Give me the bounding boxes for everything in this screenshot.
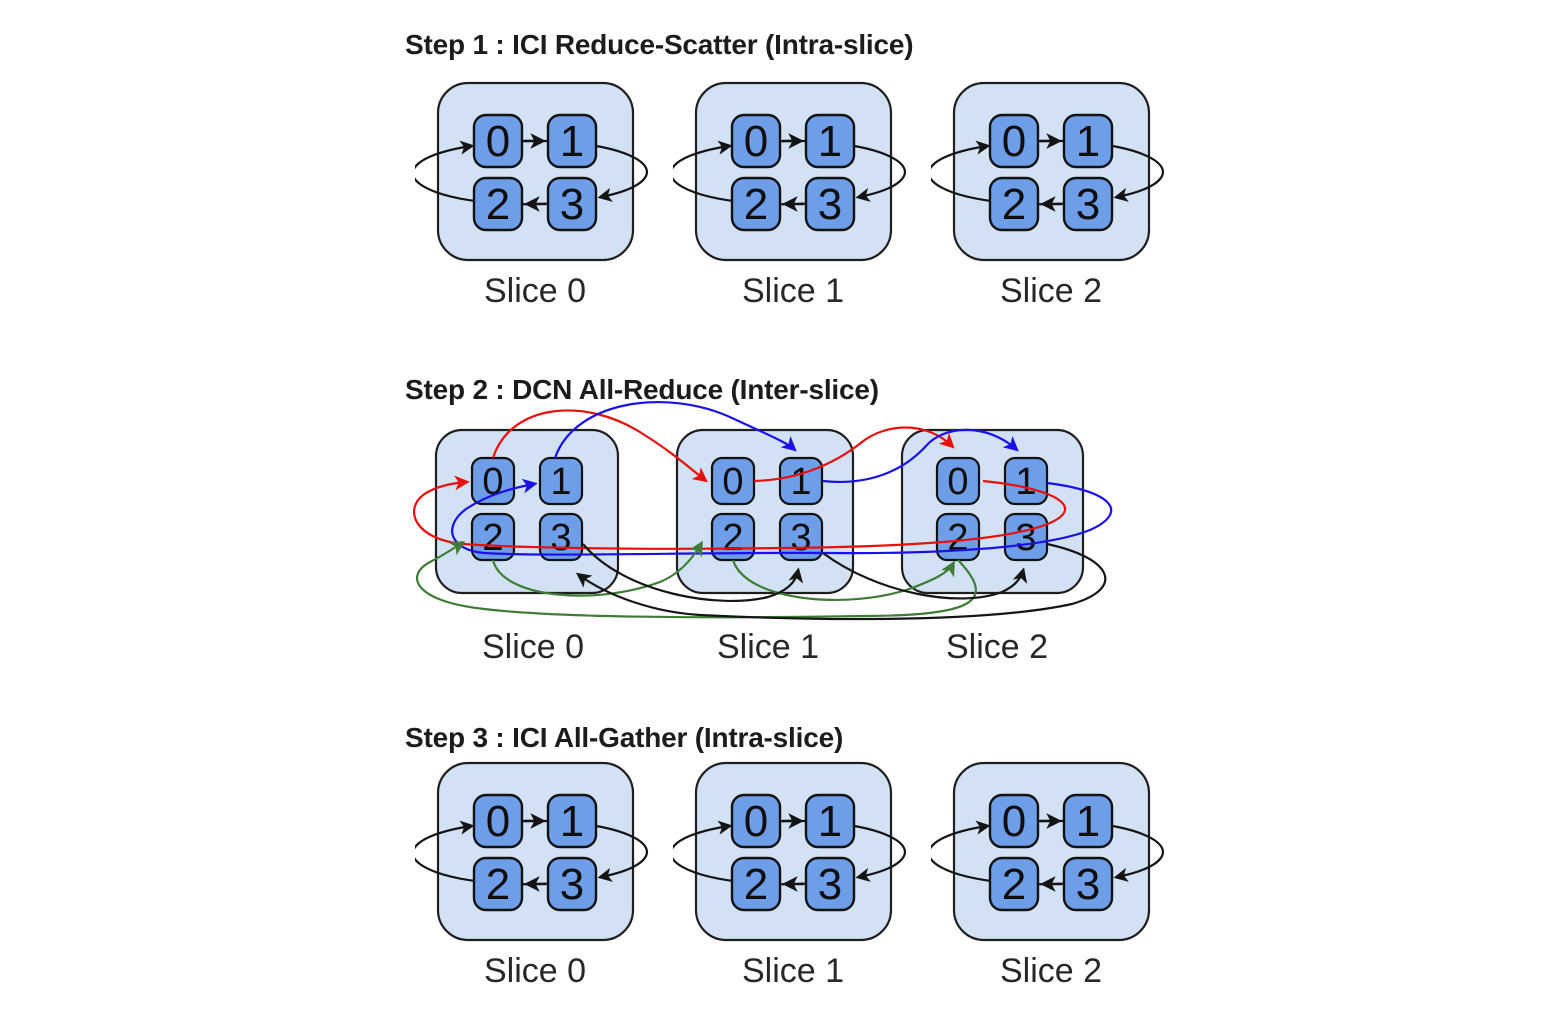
svg-text:0: 0 (722, 461, 743, 503)
dcn-ring-chip3-black (575, 542, 1107, 621)
step3-slice0-figure (415, 760, 655, 950)
slice-label: Slice 0 (483, 272, 587, 310)
slice-label: Slice 1 (741, 952, 845, 990)
step2-slice1-card (675, 428, 855, 595)
blue-s2c1-wrap-to-s0c1 (451, 478, 1113, 556)
svg-text:2: 2 (947, 517, 968, 559)
step2-slice2-chip-2: 2 (935, 512, 981, 562)
step3-slice0: Slice 0 (415, 760, 655, 991)
slice-label: Slice 2 (999, 952, 1103, 990)
step2-slice1-chip-0: 0 (710, 456, 756, 506)
step3-slice2-figure (931, 760, 1171, 950)
slice-label: Slice 0 (483, 952, 587, 990)
step2-slice0-chip-0: 0 (470, 456, 516, 506)
slice-label: Slice 0 (481, 628, 585, 666)
step2-dcn-figure: 0 1 2 3 0 1 2 3 (413, 401, 1113, 621)
red-s1c0-to-s2c0 (753, 426, 955, 483)
slice-label: Slice 1 (716, 628, 820, 666)
step1-slice0: Slice 0 (415, 80, 655, 311)
red-s0c0-to-s1c0 (491, 409, 708, 483)
step1-slice2-figure (931, 80, 1171, 270)
red-s2c0-wrap-to-s0c0 (413, 475, 1067, 550)
step1-slice2: Slice 2 (931, 80, 1171, 311)
step2-title: Step 2 : DCN All-Reduce (Inter-slice) (405, 374, 879, 406)
step1-slice0-figure (415, 80, 655, 270)
step2-slice0-chip-2: 2 (470, 512, 516, 562)
black-s1c3-to-s2c3 (822, 552, 1028, 600)
step3-title: Step 3 : ICI All-Gather (Intra-slice) (405, 722, 844, 754)
step2-slice2-chip-1: 1 (1003, 456, 1049, 506)
svg-text:3: 3 (1015, 517, 1036, 559)
step2-slice0-chip-3: 3 (538, 512, 584, 562)
black-s0c3-to-s1c3 (582, 543, 804, 602)
dcn-ring-chip1-blue (451, 401, 1113, 556)
dcn-ring-chip0-red (413, 409, 1067, 550)
step1-slice1: Slice 1 (673, 80, 913, 311)
dcn-ring-chip2-green (416, 540, 977, 619)
slice-label: Slice 1 (741, 272, 845, 310)
slice-label: Slice 2 (999, 272, 1103, 310)
blue-s0c1-to-s1c1 (553, 401, 797, 459)
green-s2c2-wrap-to-s0c2 (416, 541, 977, 619)
step2-slice2-chip-0: 0 (935, 456, 981, 506)
step2-slice2-chip-3: 3 (1003, 512, 1049, 562)
step2-slice2-card (900, 428, 1085, 595)
step1-title: Step 1 : ICI Reduce-Scatter (Intra-slice… (405, 29, 914, 61)
svg-text:0: 0 (482, 461, 503, 503)
black-s2c3-wrap-to-s0c3 (575, 542, 1107, 621)
step3-slice1: Slice 1 (673, 760, 913, 991)
green-s0c2-to-s1c2 (491, 540, 703, 597)
step3-row: Slice 0 Slice 1 Slice 2 (415, 760, 1171, 991)
svg-text:2: 2 (482, 517, 503, 559)
svg-text:3: 3 (550, 517, 571, 559)
green-s1c2-to-s2c2 (731, 559, 955, 601)
svg-text:1: 1 (790, 461, 811, 503)
step3-slice1-figure (673, 760, 913, 950)
step2-slice1-chip-1: 1 (778, 456, 824, 506)
svg-text:1: 1 (550, 461, 571, 503)
blue-s1c1-to-s2c1 (822, 428, 1019, 483)
step2-slice0-chip-1: 1 (538, 456, 584, 506)
step1-row: Slice 0 Slice 1 Slice 2 (415, 80, 1171, 311)
svg-text:1: 1 (1015, 461, 1036, 503)
svg-text:0: 0 (947, 461, 968, 503)
step3-slice2: Slice 2 (931, 760, 1171, 991)
slice-label: Slice 2 (945, 628, 1049, 666)
step1-slice1-figure (673, 80, 913, 270)
